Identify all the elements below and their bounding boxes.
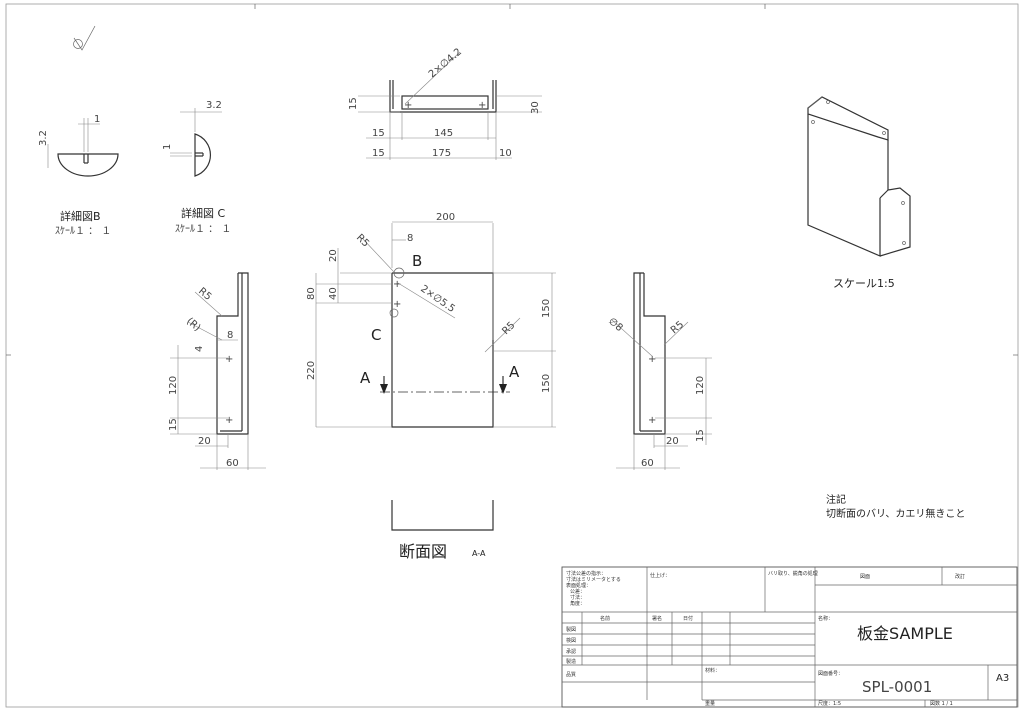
tb-revision: 改訂 [955,573,965,580]
marker-b: B [412,252,422,270]
tb-row-draft: 製図 [566,626,576,633]
left-dim-15: 15 [168,418,179,431]
tb-sheet: 図数 1 / 1 [930,700,953,707]
svg-text:+: + [648,354,656,365]
tb-number-value: SPL-0001 [862,678,932,696]
top-dim-175: 175 [432,148,451,159]
left-dim-8: 8 [227,330,233,341]
front-view: 200 R5 8 B C + + 2×∅5.5 20 80 40 220 150… [306,212,556,428]
tb-name-label: 名称： [818,615,833,622]
front-dim-8: 8 [407,233,413,244]
marker-a-right: A [509,363,520,381]
svg-text:+: + [225,354,233,365]
detail-c-view: 3.2 1 詳細図 C ｽｹｰﾙ１ ： １ [162,100,231,235]
tb-row-manufacture: 製造 [566,658,576,665]
svg-text:+: + [393,279,401,290]
tb-number-label: 図面番号： [818,670,843,677]
front-dim-20: 20 [328,249,339,262]
top-dim-15-lower: 15 [372,148,385,159]
tb-finish: 仕上げ： [650,572,670,579]
section-title: 断面図 [399,542,447,561]
section-suffix: A-A [472,549,486,558]
detail-c-title: 詳細図 C [181,206,225,220]
top-dim-15-left: 15 [348,97,359,110]
top-dim-10: 10 [499,148,512,159]
front-dim-150-upper: 150 [541,299,552,318]
right-dim-dia8: ∅8 [606,316,625,334]
tb-drawing: 図面 [860,574,870,580]
right-side-view: + + ∅8 R5 120 15 20 60 [606,272,712,470]
sheet-border [5,3,1019,708]
front-dim-r5: R5 [354,232,371,249]
isometric-view: スケール1:5 [807,96,911,290]
detail-b-scale: ｽｹｰﾙ１ ： １ [55,225,111,237]
tb-line-6: 角度： [570,600,585,607]
tb-deburr: バリ取り、鋭角の処理 [768,570,818,577]
title-block: 寸法公差の指示： 寸法はミリメータとする 表面処理： 公差： 寸法： 角度： 仕… [561,566,1018,708]
tb-line-2: 寸法はミリメータとする [566,576,621,583]
tb-row-quality: 品質 [566,671,576,678]
top-dim-15-upper: 15 [372,128,385,139]
front-dim-200: 200 [436,212,455,223]
tb-line-3: 表面処理： [566,582,591,589]
detail-b-dim-3-2: 3.2 [38,130,49,146]
right-dim-120: 120 [695,376,706,395]
detail-b-dim-1: 1 [94,114,100,125]
top-dim-145: 145 [434,128,453,139]
svg-text:+: + [648,415,656,426]
detail-c-dim-1: 1 [162,144,173,150]
tb-line-1: 寸法公差の指示： [566,570,606,577]
marker-a-left: A [360,369,371,387]
left-dim-20: 20 [198,436,211,447]
left-dim-r: (R) [184,316,202,334]
notes-title: 注記 [826,493,846,506]
tb-name-value: 板金SAMPLE [857,624,953,643]
left-dim-120: 120 [168,376,179,395]
svg-text:+: + [225,415,233,426]
zone-ticks [6,4,1018,356]
detail-c-dim-3-2: 3.2 [206,100,222,111]
top-view: + + 2×∅4.2 15 30 15 145 15 175 10 [348,47,542,160]
marker-c: C [371,326,381,344]
right-dim-15: 15 [695,429,706,442]
iso-scale: スケール1:5 [833,277,895,290]
surface-finish-symbol [73,25,96,51]
svg-text:+: + [404,100,412,111]
front-dim-150-lower: 150 [541,374,552,393]
right-dim-r5: R5 [669,319,686,336]
tb-size: A3 [996,673,1009,684]
right-dim-60: 60 [641,458,654,469]
tb-scale: 尺度：1:5 [818,700,841,707]
tb-header-sign: 署名 [652,615,662,622]
tb-line-4: 公差： [570,588,585,595]
front-dim-80: 80 [306,287,317,300]
svg-text:+: + [478,100,486,111]
detail-c-scale: ｽｹｰﾙ１ ： １ [175,223,231,235]
tb-line-5: 寸法： [570,594,585,601]
left-side-view: + + R5 (R) 8 4 120 15 20 60 [168,272,266,470]
right-dim-20: 20 [666,436,679,447]
svg-text:+: + [393,299,401,310]
detail-b-title: 詳細図B [60,209,101,223]
tb-row-check: 検図 [566,637,576,644]
tb-weight: 重量 [705,700,715,707]
left-dim-4: 4 [194,346,205,352]
notes-text: 切断面のバリ、カエリ無きこと [826,507,965,520]
detail-b-view: 1 3.2 詳細図B ｽｹｰﾙ１ ： １ [38,114,119,237]
tb-header-name: 名前 [600,615,610,622]
left-dim-r5: R5 [196,286,213,303]
tb-header-date: 日付 [683,615,693,622]
tb-material: 材料： [705,667,720,674]
left-dim-60: 60 [226,458,239,469]
tb-row-approve: 承認 [566,648,576,655]
top-dim-30: 30 [530,101,541,114]
top-dim-hole-dia: 2×∅4.2 [427,47,464,81]
notes: 注記 切断面のバリ、カエリ無きこと [826,493,965,520]
front-dim-40: 40 [328,287,339,300]
front-dim-220: 220 [306,361,317,380]
section-aa-view: 断面図 A-A [391,500,494,561]
